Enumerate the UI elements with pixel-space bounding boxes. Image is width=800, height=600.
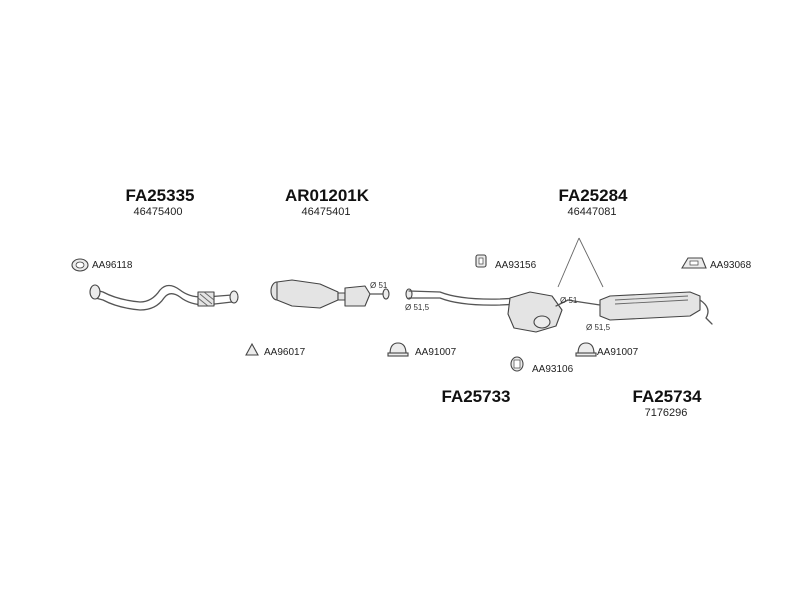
gasket-ring-icon [71,258,89,272]
rear-silencer-drawing [579,291,713,325]
center-assembly-oem-no: 46447081 [568,206,617,218]
accessory-aa93156: AA93156 [495,260,537,271]
rear-inlet-diameter: Ø 51 [560,296,578,305]
assembly-pointer-lines [557,237,604,288]
front-pipe-part-no: FA25335 [126,186,195,205]
rubber-mount-icon [475,254,487,268]
middle-pipe-drawing [405,288,581,333]
catalytic-converter-part-no: AR01201K [285,186,370,205]
middle-silencer-part-no: FA25733 [442,387,511,406]
center-assembly-part-no: FA25284 [559,186,629,205]
accessory-aa96118: AA96118 [92,260,133,271]
outlet-flange-icon [229,290,239,304]
catalytic-converter-oem-no: 46475401 [302,206,351,218]
clamp-icon [387,342,409,357]
rear-outlet-diameter: Ø 51,5 [586,323,611,332]
front-pipe-drawing [89,284,239,311]
clamp-icon [575,342,597,357]
hanger-rubber-icon [510,356,524,372]
front-pipe-oem-no: 46475400 [134,206,183,218]
mounting-bracket-icon [681,257,707,269]
accessory-aa91007-left: AA91007 [415,347,457,358]
gasket-icon [245,342,259,356]
mid-inlet-diameter: Ø 51,5 [405,303,430,312]
rear-silencer-body [599,291,701,321]
catalytic-converter-drawing [270,279,390,309]
accessory-aa96017: AA96017 [264,347,306,358]
rear-silencer-oem-no: 7176296 [645,407,688,419]
accessory-aa93106: AA93106 [532,364,574,375]
middle-silencer-body [507,291,563,333]
resonator-icon [344,285,371,307]
flange-icon [89,284,101,300]
accessory-aa91007-right: AA91007 [597,347,639,358]
cat-outlet-diameter: Ø 51 [370,281,388,290]
accessory-aa93068: AA93068 [710,260,752,271]
rear-silencer-part-no: FA25734 [633,387,703,406]
